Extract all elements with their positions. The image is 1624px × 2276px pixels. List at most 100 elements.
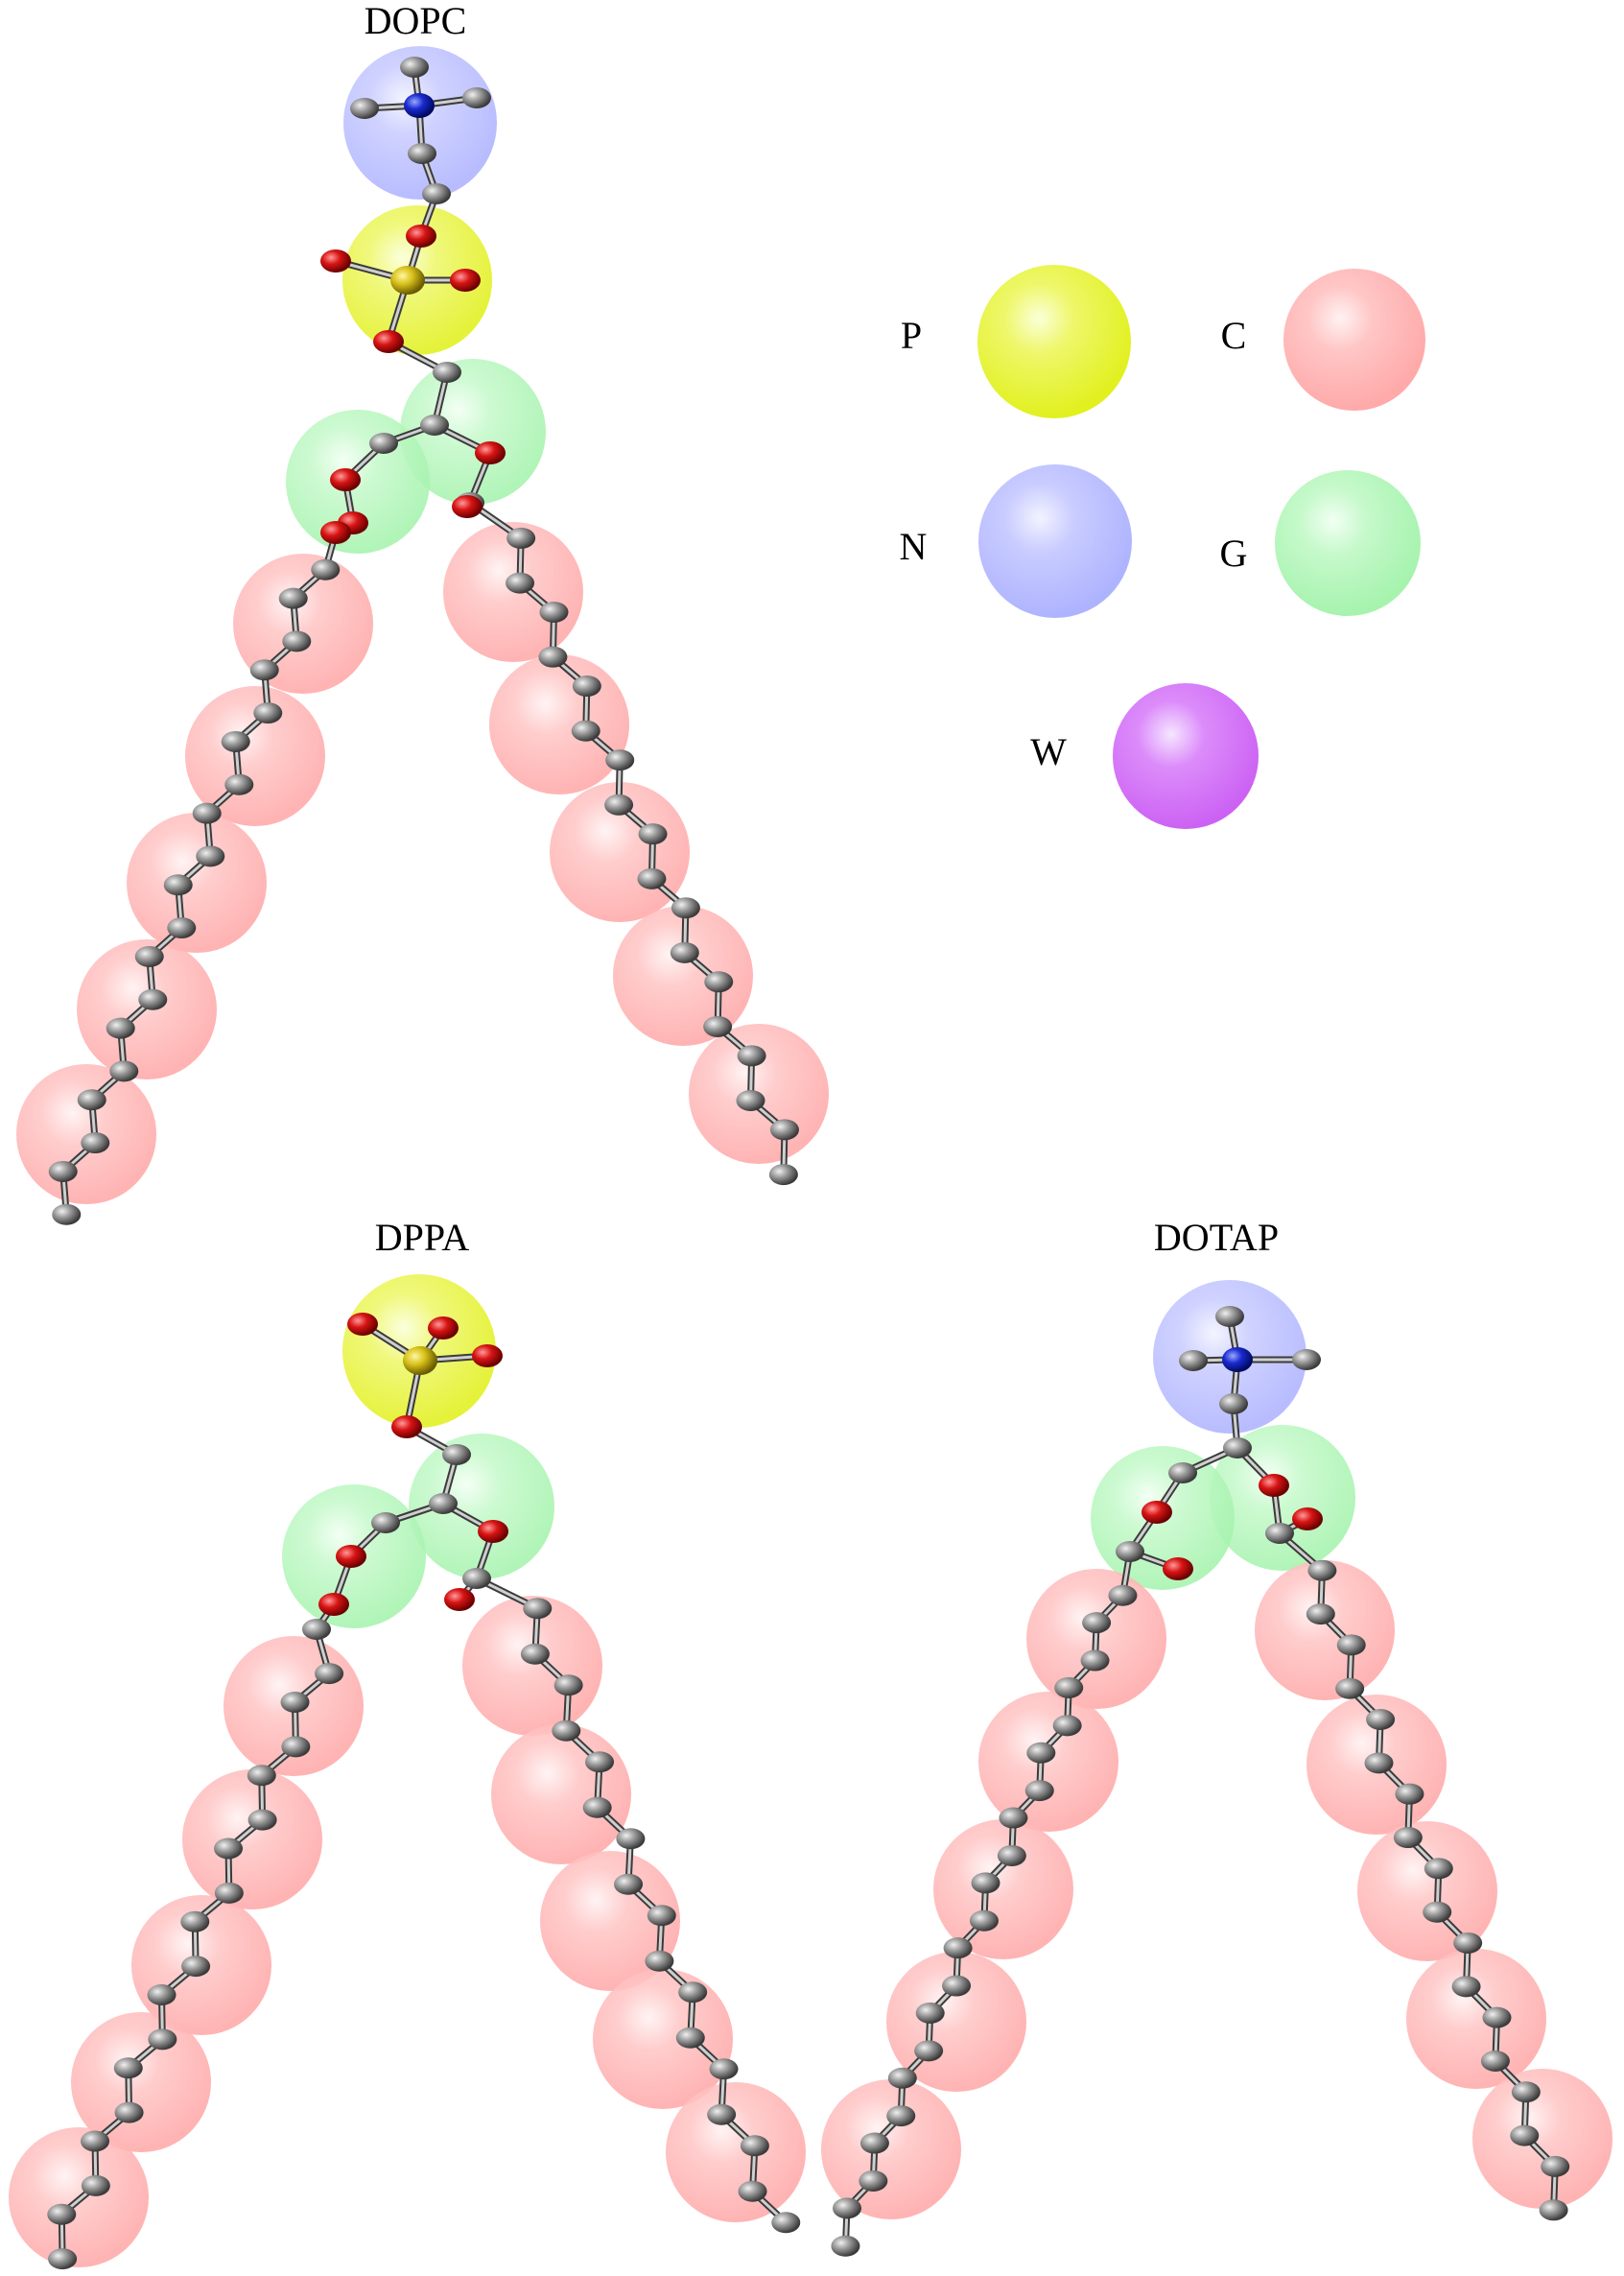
dopc-carbon-atom: [249, 659, 279, 681]
dopc-title: DOPC: [365, 0, 467, 42]
dppa-carbon-atom: [707, 2103, 737, 2125]
dopc-carbon-atom: [433, 362, 461, 383]
dotap-carbon-atom: [1108, 1584, 1138, 1606]
dotap-carbon-atom: [1393, 1827, 1423, 1849]
dppa-oxygen-atom: [391, 1415, 422, 1438]
dopc-carbon-atom: [422, 183, 451, 204]
dppa-carbon-atom: [114, 2101, 144, 2123]
dppa-title: DPPA: [375, 1216, 470, 1259]
dopc-g-bead: [400, 359, 546, 505]
dotap-carbon-atom: [1024, 1780, 1054, 1802]
dotap-carbon-atom: [859, 2132, 889, 2154]
dppa-c-bead: [491, 1724, 631, 1864]
dotap-carbon-atom: [1336, 1634, 1366, 1656]
dopc-carbon-atom: [106, 1017, 135, 1039]
dppa-c-bead: [71, 2012, 211, 2152]
dppa-carbon-atom: [523, 1598, 553, 1620]
bead-legend: P C N G W: [900, 265, 1425, 829]
dotap-oxygen-atom: [1259, 1474, 1289, 1497]
dotap-oxygen-atom: [1163, 1557, 1193, 1580]
dotap-carbon-atom: [1265, 1523, 1294, 1544]
dotap-carbon-atom: [1082, 1612, 1112, 1634]
dopc-carbon-atom: [196, 845, 225, 867]
dotap-carbon-atom: [1335, 1677, 1365, 1699]
dppa-carbon-atom: [771, 2212, 801, 2234]
dotap-title: DOTAP: [1154, 1216, 1279, 1259]
dotap-carbon-atom: [1307, 1559, 1337, 1581]
dppa-carbon-atom: [582, 1796, 612, 1818]
dopc-carbon-atom: [671, 897, 700, 919]
dopc-carbon-atom: [670, 941, 699, 963]
dotap-c-bead: [933, 1819, 1073, 1959]
dotap-carbon-atom: [1510, 2124, 1540, 2146]
dopc-oxygen-atom: [475, 441, 506, 464]
legend-label-n: N: [900, 525, 928, 568]
dppa-carbon-atom: [585, 1751, 615, 1773]
dppa-carbon-atom: [280, 1691, 310, 1713]
dotap-carbon-atom: [859, 2169, 888, 2192]
dopc-carbon-atom: [506, 527, 536, 549]
dotap-carbon-atom: [1395, 1783, 1424, 1805]
dppa-carbon-atom: [462, 1568, 491, 1589]
dppa-carbon-atom: [113, 2057, 143, 2079]
dopc-oxygen-atom: [406, 225, 436, 248]
dppa-carbon-atom: [738, 2180, 767, 2202]
dotap-c-bead: [1357, 1821, 1497, 1961]
dotap-c-bead: [821, 2079, 961, 2219]
dotap-carbon-atom: [1366, 1709, 1396, 1731]
dopc-carbon-atom: [420, 415, 449, 436]
dotap-carbon-atom: [999, 1807, 1028, 1829]
dotap-carbon-atom: [1541, 2155, 1570, 2177]
dopc-carbon-atom: [736, 1090, 765, 1112]
dopc-carbon-atom: [538, 646, 568, 668]
dotap-c-bead: [1255, 1560, 1395, 1700]
dppa-carbon-atom: [147, 1983, 177, 2005]
dppa-oxygen-atom: [318, 1593, 349, 1616]
dopc-carbon-atom: [704, 971, 734, 993]
dotap-carbon-atom: [1168, 1462, 1197, 1483]
dppa-c-bead: [666, 2082, 806, 2222]
dopc-carbon-atom: [52, 1203, 82, 1225]
dotap-carbon-atom: [1054, 1676, 1084, 1698]
dopc-carbon-atom: [769, 1119, 799, 1141]
dppa-phosphorus-atom: [403, 1346, 437, 1375]
dotap-molecule: [821, 1280, 1612, 2257]
dotap-carbon-atom: [1453, 1932, 1483, 1954]
dopc-carbon-atom: [221, 730, 250, 752]
dotap-carbon-atom: [1219, 1393, 1248, 1414]
dopc-carbon-atom: [408, 143, 436, 164]
dotap-carbon-atom: [1424, 1858, 1453, 1880]
dopc-carbon-atom: [369, 433, 398, 454]
dppa-carbon-atom: [247, 1765, 276, 1787]
dopc-carbon-atom: [224, 773, 254, 795]
dppa-molecule: [9, 1274, 806, 2270]
dotap-carbon-atom: [1215, 1306, 1244, 1327]
dotap-carbon-atom: [833, 2197, 862, 2219]
dppa-carbon-atom: [214, 1882, 244, 1904]
legend-bead-n: [978, 464, 1132, 618]
dppa-carbon-atom: [520, 1643, 550, 1665]
dppa-carbon-atom: [180, 1910, 210, 1932]
dopc-c-bead: [185, 686, 325, 826]
dppa-carbon-atom: [81, 2130, 110, 2152]
dopc-carbon-atom: [81, 1132, 110, 1154]
dotap-carbon-atom: [914, 2040, 944, 2062]
dppa-carbon-atom: [647, 1905, 676, 1927]
dotap-carbon-atom: [1223, 1437, 1252, 1458]
dotap-oxygen-atom: [1142, 1501, 1172, 1524]
dotap-carbon-atom: [1482, 2006, 1512, 2028]
dotap-atoms: [831, 1306, 1570, 2257]
dotap-carbon-atom: [1364, 1752, 1394, 1774]
dppa-atoms: [47, 1313, 801, 2270]
dopc-oxygen-atom: [452, 495, 482, 518]
dotap-carbon-atom: [831, 2235, 860, 2257]
dotap-carbon-atom: [886, 2105, 916, 2127]
dotap-c-bead: [1406, 1949, 1546, 2089]
dppa-carbon-atom: [645, 1950, 674, 1972]
dotap-carbon-atom: [1451, 1976, 1481, 1998]
dopc-c-bead: [233, 554, 373, 694]
dopc-oxygen-atom: [320, 249, 351, 273]
dopc-carbon-atom: [572, 676, 601, 698]
dopc-atoms: [48, 57, 799, 1225]
dopc-carbon-atom: [282, 630, 312, 652]
